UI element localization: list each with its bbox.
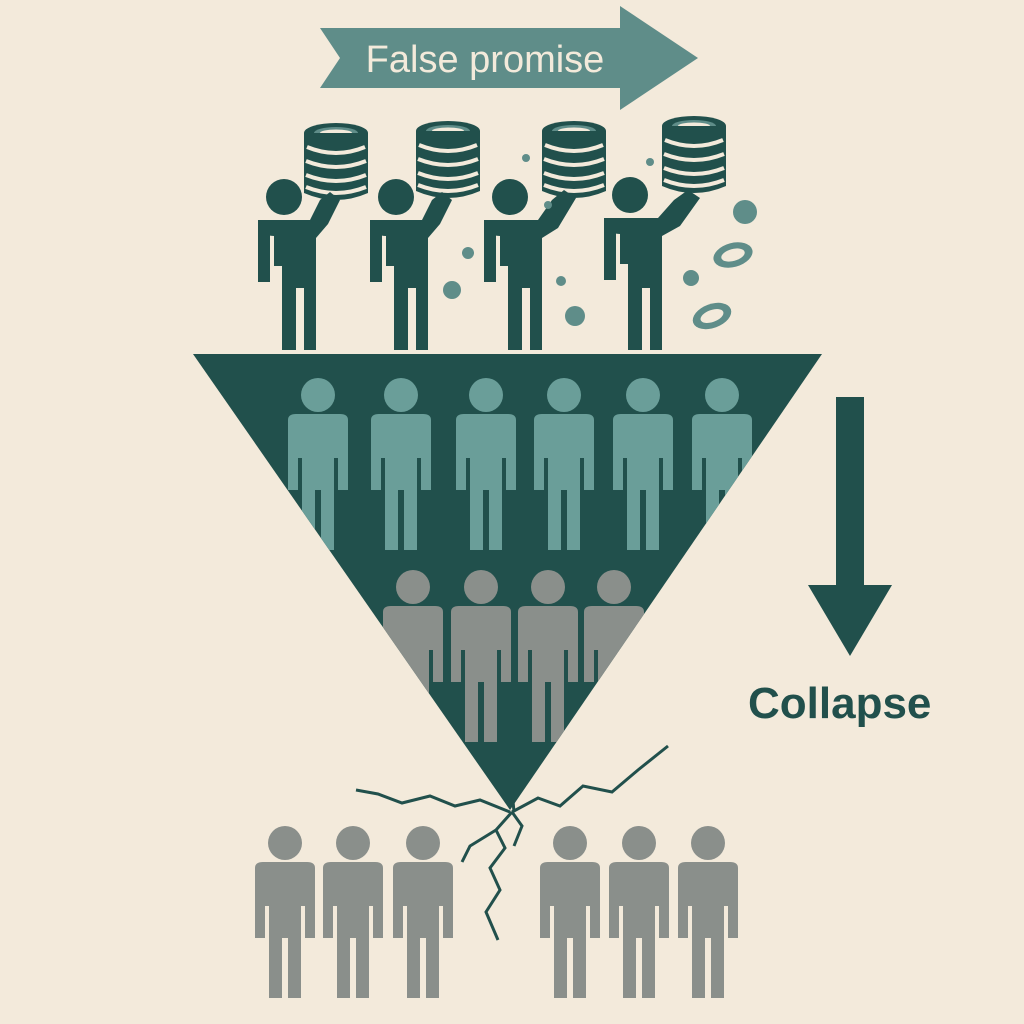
- collapse-label: Collapse: [748, 679, 932, 728]
- top-person-2: [370, 119, 482, 350]
- coin-icon: [692, 302, 732, 330]
- bottom-people: [255, 826, 738, 998]
- collapse-arrow-icon: [808, 397, 892, 656]
- top-tier-figures: [258, 114, 728, 350]
- coin-icon: [713, 242, 753, 268]
- top-person-3: [484, 119, 608, 350]
- inverted-pyramid: [193, 354, 822, 810]
- top-person-1: [258, 121, 370, 350]
- false-promise-label: False promise: [365, 39, 605, 81]
- promise-arrow-icon: [320, 6, 698, 110]
- crack-icon: [355, 744, 669, 941]
- falling-coins: [443, 154, 757, 330]
- top-person-4: [604, 114, 728, 350]
